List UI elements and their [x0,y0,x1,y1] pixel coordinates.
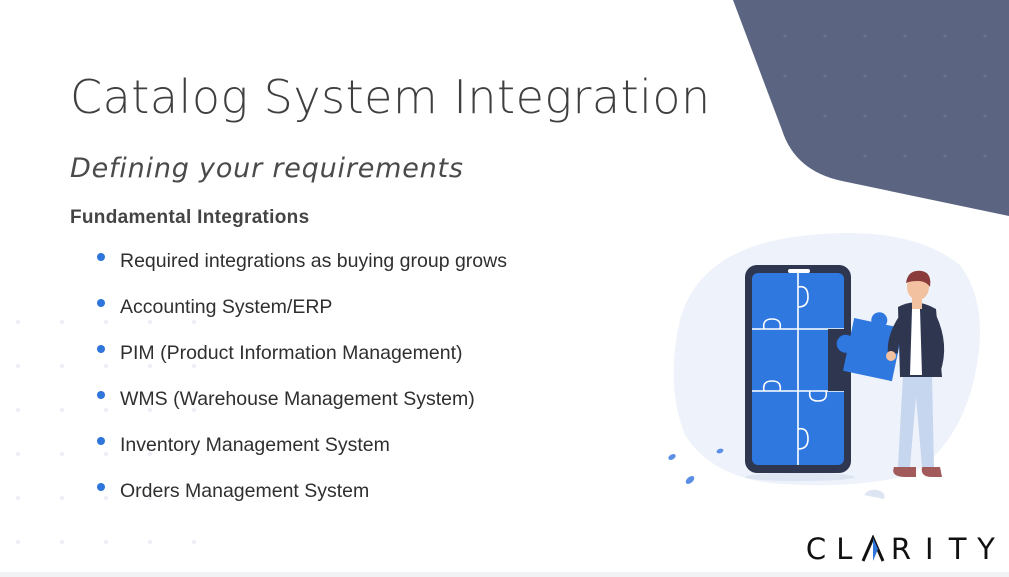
bullet-icon [97,299,105,307]
logo-letter: Y [977,532,995,566]
bullet-icon [97,345,105,353]
bullet-icon [97,437,105,445]
list-item-text: PIM (Product Information Management) [120,342,463,364]
slide-subtitle: Defining your requirements [70,153,464,184]
logo-letter: I [925,532,934,566]
bullet-icon [97,253,105,261]
list-item-text: Accounting System/ERP [120,296,333,318]
list-item-text: Inventory Management System [120,434,390,456]
logo-letter: R [890,532,912,566]
section-heading: Fundamental Integrations [70,207,310,228]
logo-letter: L [836,532,853,566]
list-item-text: Orders Management System [120,480,370,502]
slide-title: Catalog System Integration [70,70,711,124]
clarity-logo: C L R I T Y [803,531,999,567]
dot-grid-decoration [16,320,196,544]
logo-letter: T [948,532,967,566]
bottom-border [0,572,1009,577]
list-item-text: WMS (Warehouse Management System) [120,388,475,410]
list-item-text: Required integrations as buying group gr… [120,250,507,272]
phone-puzzle-person-illustration [668,233,980,499]
logo-a-icon [860,534,886,563]
bullet-icon [97,483,105,491]
bullet-icon [97,391,105,399]
logo-letter: C [805,532,827,566]
